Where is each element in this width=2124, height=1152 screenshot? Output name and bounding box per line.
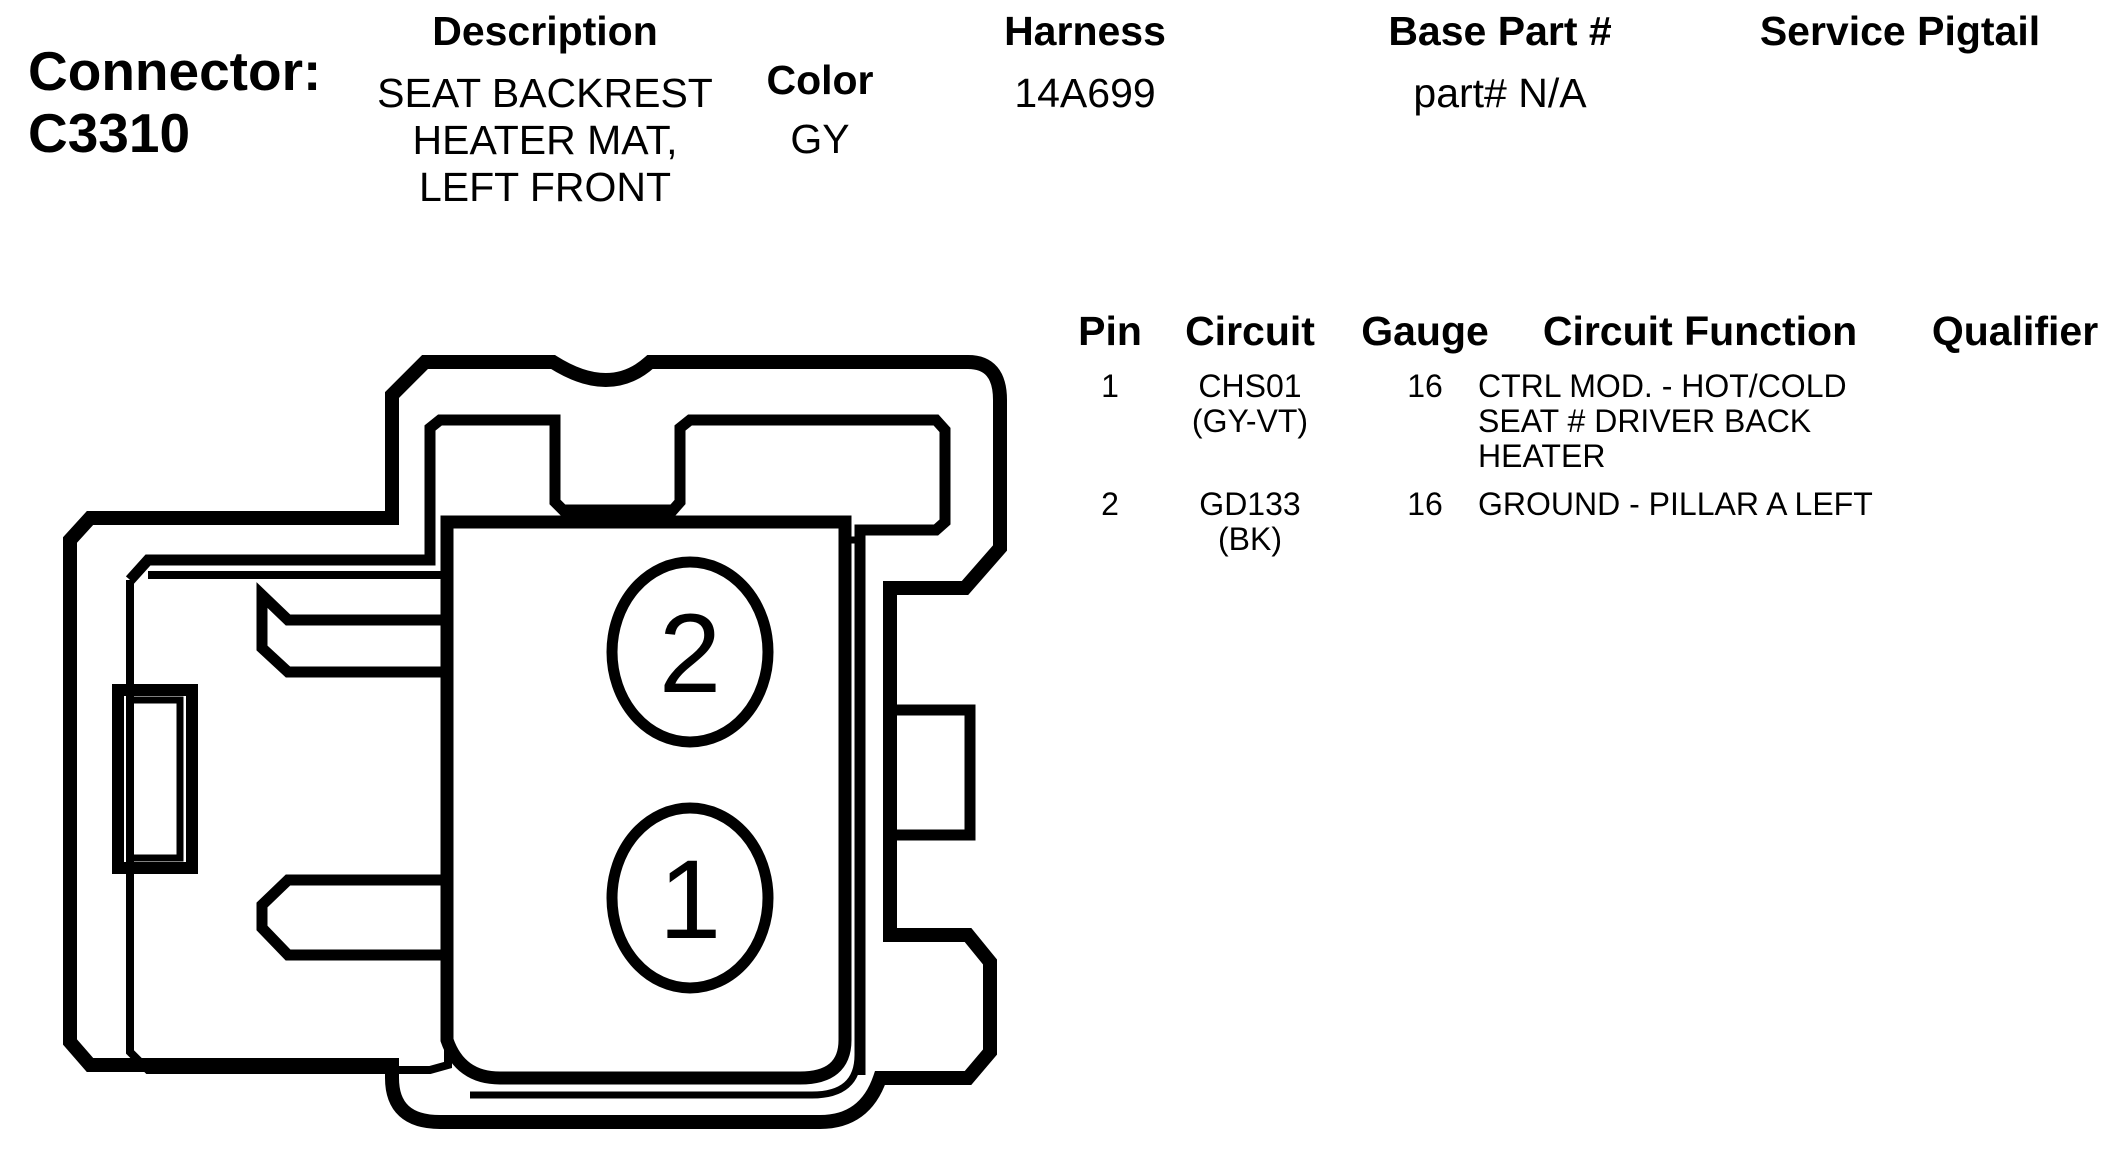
harness-value: 14A699 xyxy=(1014,70,1156,116)
row-2-function: GROUND - PILLAR A LEFT xyxy=(1478,487,1873,522)
latch-left-inner xyxy=(130,696,184,862)
row-1-circuit: CHS01 (GY-VT) xyxy=(1160,369,1340,439)
connector-id: C3310 xyxy=(28,102,191,164)
base-part-value: part# N/A xyxy=(1413,70,1587,116)
row-1-pin: 1 xyxy=(1101,368,1119,404)
description-line-2: HEATER MAT, xyxy=(412,117,678,163)
connector-face-diagram: 2 1 xyxy=(63,355,1007,1129)
base-part-header: Base Part # xyxy=(1388,8,1612,54)
row-1-circuit-id: CHS01 xyxy=(1198,368,1302,404)
row-2-circuit-id: GD133 xyxy=(1199,486,1301,522)
latch-left xyxy=(112,684,198,874)
row-1-function-line-1: CTRL MOD. - HOT/COLD xyxy=(1478,368,1847,404)
pin-2-circle xyxy=(606,556,774,748)
row-2-gauge: 16 xyxy=(1407,486,1443,522)
row-2-pin: 2 xyxy=(1101,486,1119,522)
key-notch-lower xyxy=(256,874,448,961)
circuit-column-header: Circuit xyxy=(1185,308,1315,354)
description-header: Description xyxy=(432,8,658,54)
row-1-gauge: 16 xyxy=(1407,368,1443,404)
connector-title: Connector: C3310 xyxy=(28,40,321,164)
row-2-function-line-1: GROUND - PILLAR A LEFT xyxy=(1478,486,1873,522)
pin-1-circle xyxy=(606,802,774,994)
row-1-function-line-3: HEATER xyxy=(1478,438,1606,474)
qualifier-column-header: Qualifier xyxy=(1931,308,2099,354)
color-value: GY xyxy=(790,116,850,162)
harness-header: Harness xyxy=(1004,8,1166,54)
row-1-function: CTRL MOD. - HOT/COLD SEAT # DRIVER BACK … xyxy=(1478,369,1847,474)
service-pigtail-header: Service Pigtail xyxy=(1759,8,2041,54)
circuit-function-column-header: Circuit Function xyxy=(1542,308,1858,354)
pin-column-header: Pin xyxy=(1078,308,1142,354)
row-2-circuit: GD133 (BK) xyxy=(1160,487,1340,557)
connector-label: Connector: xyxy=(28,40,322,102)
description-line-1: SEAT BACKREST xyxy=(377,70,713,116)
housing-outer-outline xyxy=(63,355,1007,1129)
pin-2-label: 2 xyxy=(659,591,721,716)
connector-body xyxy=(440,515,852,1085)
connector-body-offset xyxy=(470,536,862,1099)
tab-right xyxy=(890,704,976,841)
pin-1-label: 1 xyxy=(659,837,721,962)
row-1-function-line-2: SEAT # DRIVER BACK xyxy=(1478,403,1812,439)
description-value: SEAT BACKREST HEATER MAT, LEFT FRONT xyxy=(345,70,745,211)
gauge-column-header: Gauge xyxy=(1361,308,1489,354)
housing-inner-rail xyxy=(125,414,951,1075)
key-notch-upper xyxy=(256,582,448,678)
row-2-circuit-color: (BK) xyxy=(1218,521,1282,557)
description-line-3: LEFT FRONT xyxy=(418,164,672,210)
row-1-circuit-color: (GY-VT) xyxy=(1191,403,1309,439)
color-header: Color xyxy=(766,57,874,103)
